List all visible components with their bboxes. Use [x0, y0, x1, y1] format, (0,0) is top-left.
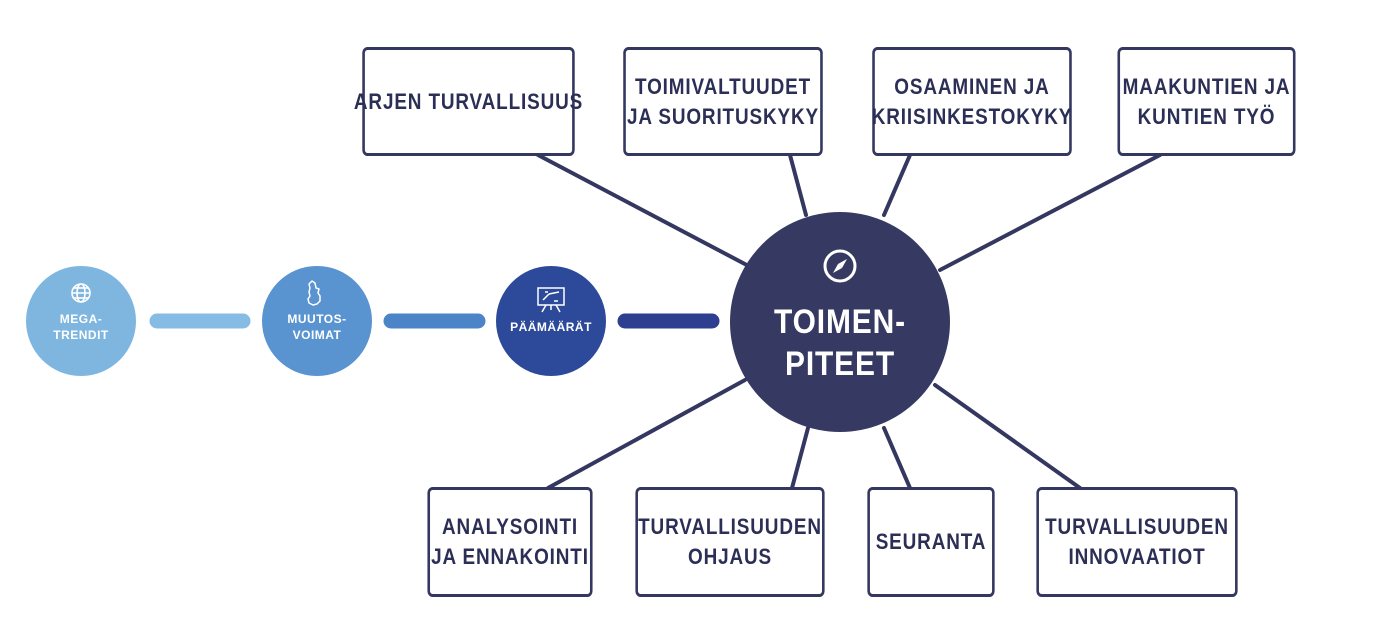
change-forces-label: MUUTOS- VOIMAT — [267, 311, 367, 343]
connector-lines — [536, 153, 1162, 490]
megatrends-circle — [26, 266, 136, 376]
connector-top-3 — [882, 153, 912, 217]
megatrends-label-line2: TRENDIT — [53, 328, 109, 342]
box-regions-and-municipalities-line2: KUNTIEN TYÖ — [1137, 103, 1276, 129]
box-competence-and-resilience: OSAAMINEN JA KRIISINKESTOKYKY — [872, 47, 1072, 156]
box-analysis-and-foresight-line1: ANALYSOINTI — [442, 514, 578, 539]
box-analysis-and-foresight-line2: JA ENNAKOINTI — [431, 544, 589, 569]
connector-bottom-2 — [790, 426, 810, 490]
box-analysis-and-foresight: ANALYSOINTI JA ENNAKOINTI — [427, 487, 593, 597]
box-monitoring: SEURANTA — [867, 487, 995, 597]
globe-icon — [71, 283, 91, 303]
goals-label-line1: PÄÄMÄÄRÄT — [510, 320, 592, 334]
presentation-board-icon — [537, 287, 565, 313]
connector-top-1 — [536, 153, 762, 274]
box-monitoring-line1: SEURANTA — [875, 529, 987, 554]
box-competence-and-resilience-line2: KRIISINKESTOKYKY — [871, 103, 1073, 129]
box-everyday-security: ARJEN TURVALLISUUS — [354, 47, 582, 156]
box-security-innovations: TURVALLISUUDEN INNOVAATIOT — [1036, 487, 1238, 597]
change-forces-label-line2: VOIMAT — [292, 328, 342, 342]
measures-label-line1: TOIMEN- — [774, 303, 906, 341]
box-powers-and-capability-line2: JA SUORITUSKYKY — [627, 103, 819, 129]
connector-top-2 — [788, 153, 808, 217]
box-powers-and-capability-line1: TOIMIVALTUUDET — [634, 73, 812, 99]
megatrends-label-line1: MEGA- — [59, 312, 103, 326]
box-everyday-security-line1: ARJEN TURVALLISUUS — [353, 88, 584, 114]
box-security-innovations-line1: TURVALLISUUDEN — [1045, 514, 1229, 539]
megatrends-label: MEGA- TRENDIT — [31, 311, 131, 343]
box-powers-and-capability: TOIMIVALTUUDET JA SUORITUSKYKY — [623, 47, 823, 156]
box-regions-and-municipalities: MAAKUNTIEN JA KUNTIEN TYÖ — [1117, 47, 1296, 156]
measures-label: TOIMEN- PITEET — [770, 301, 911, 385]
box-security-steering-line1: TURVALLISUUDEN — [638, 514, 822, 539]
change-forces-label-line1: MUUTOS- — [287, 312, 347, 326]
change-forces-circle — [262, 266, 372, 376]
box-security-steering-line2: OHJAUS — [687, 544, 773, 569]
goals-label: PÄÄMÄÄRÄT — [501, 319, 601, 335]
finland-map-icon — [307, 280, 321, 306]
box-security-innovations-line2: INNOVAATIOT — [1068, 544, 1206, 569]
connector-bottom-1 — [546, 378, 747, 490]
measures-label-line2: PITEET — [784, 345, 896, 383]
connector-bottom-4 — [933, 383, 1082, 490]
measures-circle — [730, 212, 950, 432]
goals-circle — [496, 266, 606, 376]
box-competence-and-resilience-line1: OSAAMINEN JA — [894, 73, 1050, 99]
connector-top-4 — [938, 153, 1162, 272]
box-regions-and-municipalities-line1: MAAKUNTIEN JA — [1122, 73, 1291, 99]
box-security-steering: TURVALLISUUDEN OHJAUS — [635, 487, 825, 597]
compass-icon — [823, 249, 857, 283]
connector-bottom-3 — [882, 426, 912, 490]
